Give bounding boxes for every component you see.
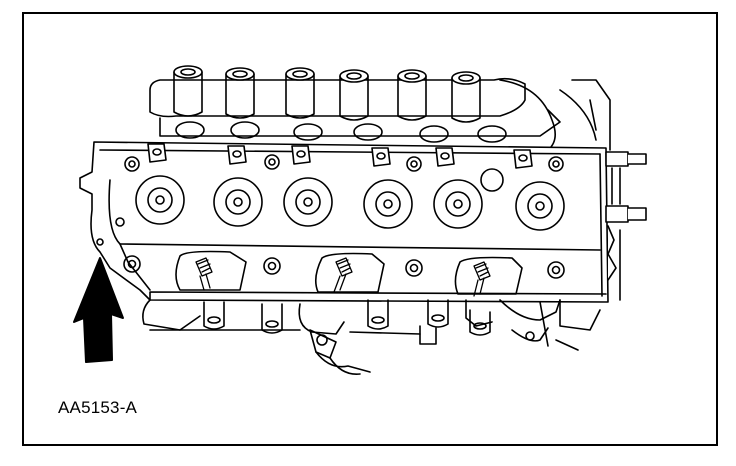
spark-plugs — [195, 257, 491, 297]
figure-id-label: AA5153-A — [58, 398, 138, 417]
upper-head-bolts — [124, 154, 564, 172]
gasket-rings — [175, 121, 507, 143]
right-studs — [605, 151, 647, 301]
cylinder-head-body — [79, 141, 609, 303]
lower-head-bolts — [123, 255, 565, 279]
cam-bosses — [147, 143, 533, 169]
upper-port-tubes — [173, 65, 481, 123]
upper-manifold-illustration — [149, 77, 611, 151]
arrow-up-icon — [73, 257, 124, 363]
lower-block-illustration — [142, 299, 601, 375]
lower-port-cavities — [175, 250, 523, 295]
valve-bores — [96, 168, 565, 246]
